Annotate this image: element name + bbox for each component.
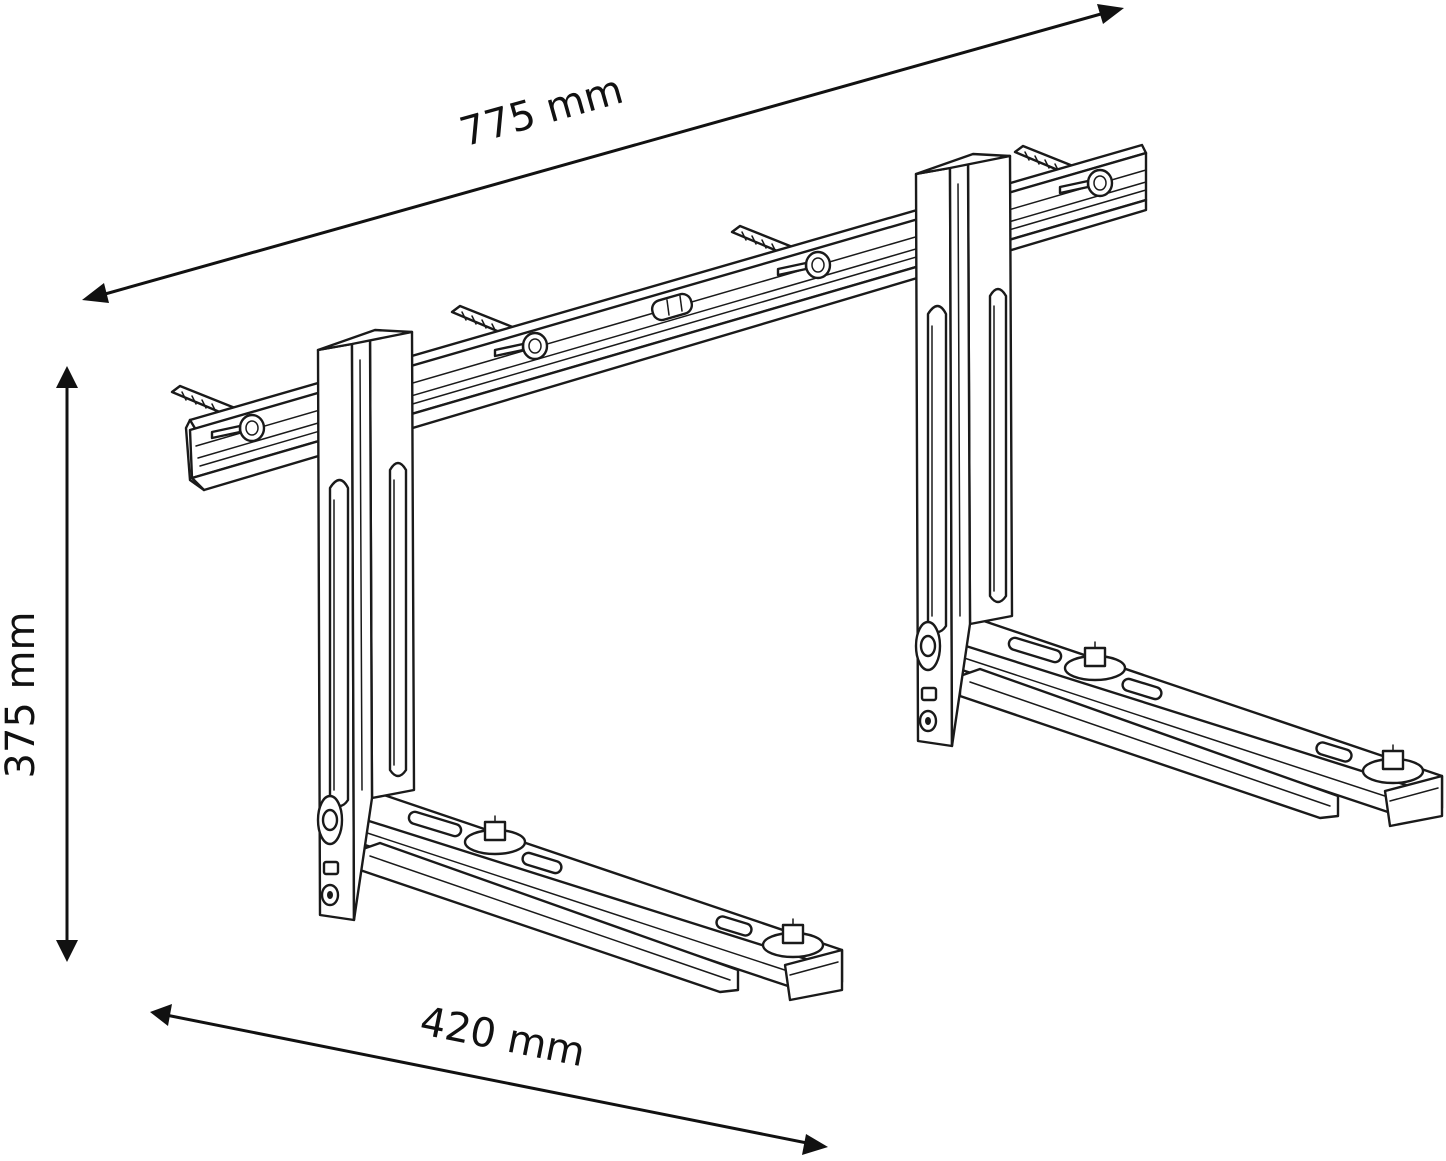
rail-center-slot [650, 292, 694, 322]
right-arm-bolt-2 [1361, 744, 1425, 785]
right-upright [914, 152, 1014, 748]
height-dimension: 375 mm [0, 366, 78, 962]
width-arrow-right [1097, 4, 1124, 24]
depth-arrow-left [150, 1004, 172, 1026]
rail-bolt-4 [1058, 168, 1114, 198]
rail-bolts [210, 168, 1114, 443]
depth-dimension: 420 mm [150, 998, 828, 1155]
width-label: 775 mm [455, 67, 628, 156]
right-arm-bolt-1 [1063, 641, 1127, 682]
left-arm-bolt-1 [463, 815, 527, 856]
left-arm-bolt-2 [761, 918, 825, 959]
right-bracket [914, 152, 1444, 828]
left-arm [348, 790, 844, 1002]
left-bracket [316, 328, 844, 1002]
width-arrow-left [82, 283, 109, 303]
height-arrow-top [56, 366, 78, 388]
height-arrow-bottom [56, 940, 78, 962]
depth-dimension-line [165, 1013, 813, 1146]
width-dimension-line [97, 10, 1109, 298]
left-upright [316, 328, 416, 922]
height-label: 375 mm [0, 612, 44, 779]
top-rail [184, 143, 1148, 492]
depth-arrow-right [802, 1134, 828, 1155]
rail-bolt-1 [210, 413, 266, 443]
right-arm [948, 616, 1444, 828]
depth-label: 420 mm [416, 998, 589, 1076]
rail-bolt-3 [776, 250, 832, 280]
rail-bolt-2 [493, 331, 549, 361]
